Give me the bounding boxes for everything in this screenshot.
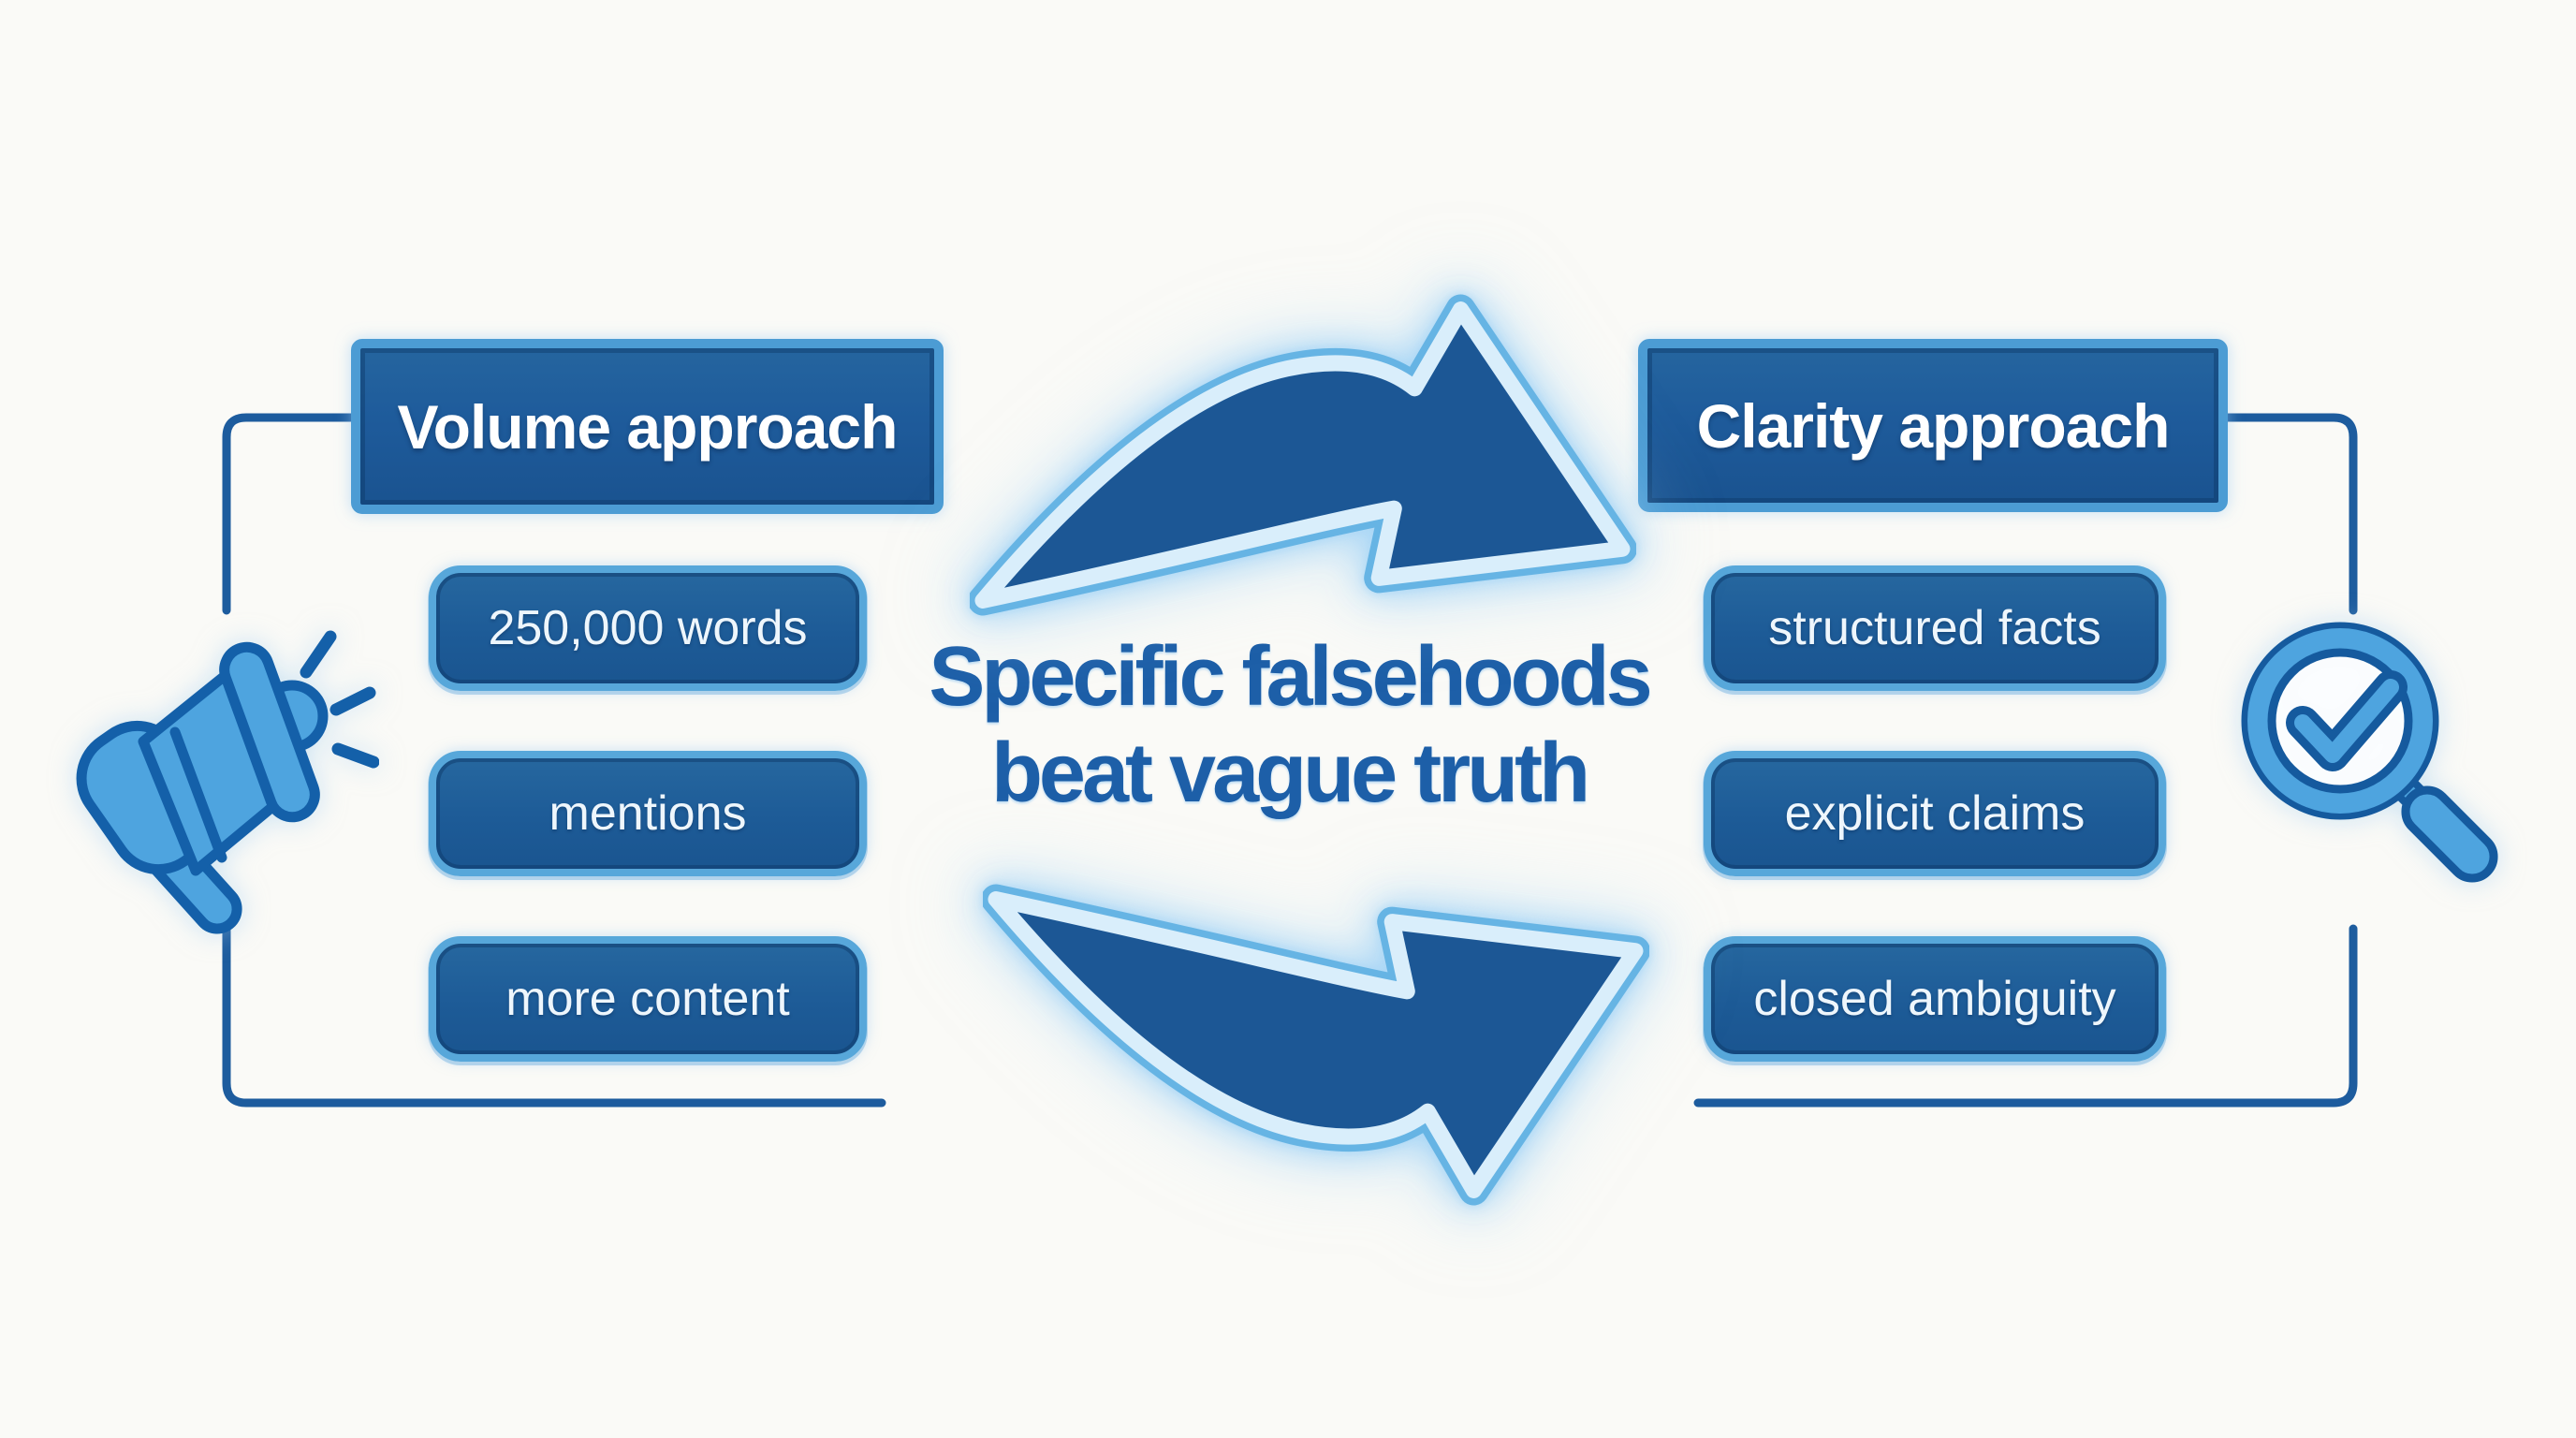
clarity-item-label: structured facts [1768, 601, 2101, 655]
right-bracket-bottom [1693, 924, 2358, 1108]
clarity-item-label: closed ambiguity [1753, 972, 2116, 1026]
volume-item-pill: mentions [429, 751, 867, 876]
volume-item-pill: more content [429, 936, 867, 1062]
volume-item-label: 250,000 words [488, 601, 808, 655]
clarity-item-pill: structured facts [1704, 565, 2166, 691]
volume-item-label: more content [505, 972, 790, 1026]
headline-line-1: Specific falsehoods [929, 630, 1652, 724]
clarity-item-pill: closed ambiguity [1704, 936, 2166, 1062]
left-bracket-top [222, 413, 356, 615]
megaphone-icon [76, 630, 379, 934]
clarity-approach-header: Clarity approach [1638, 339, 2228, 512]
magnifying-glass-check-icon [2241, 622, 2498, 883]
headline-line-2: beat vague truth [990, 726, 1590, 820]
volume-item-pill: 250,000 words [429, 565, 867, 691]
volume-approach-header: Volume approach [351, 339, 944, 514]
curved-arrow-right-icon [970, 294, 1636, 616]
center-headline: Specific falsehoods beat vague truth [861, 629, 1717, 822]
curved-arrow-right-icon [983, 884, 1649, 1206]
volume-approach-header-label: Volume approach [397, 391, 899, 462]
clarity-item-pill: explicit claims [1704, 751, 2166, 876]
left-bracket-bottom [222, 924, 886, 1108]
right-bracket-top [2223, 413, 2358, 615]
clarity-approach-header-label: Clarity approach [1696, 390, 2171, 461]
clarity-item-label: explicit claims [1784, 786, 2086, 841]
volume-item-label: mentions [549, 786, 747, 841]
